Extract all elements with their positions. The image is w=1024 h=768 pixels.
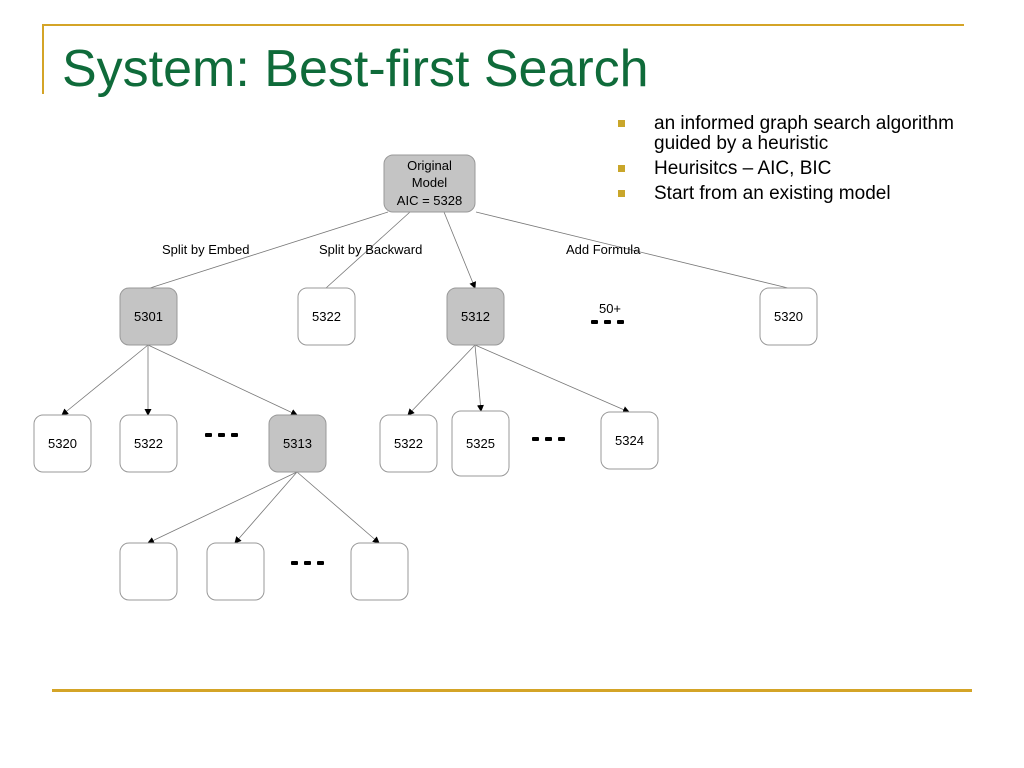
tree-node <box>206 542 265 601</box>
node-value: 5322 <box>134 436 163 451</box>
ellipsis-icon <box>591 320 624 324</box>
tree-node: 5325 <box>451 410 510 477</box>
edge-root-to-5312 <box>443 211 476 289</box>
tree-node: 5322 <box>379 414 438 473</box>
square-bullet-icon <box>618 165 625 172</box>
tree-node: 5320 <box>759 287 818 346</box>
node-box <box>268 414 327 473</box>
node-box <box>350 542 409 601</box>
footer-rule <box>52 689 972 692</box>
tree-node: 5324 <box>600 411 659 470</box>
node-box <box>451 410 510 477</box>
bullet-text: an informed graph search algorithm guide… <box>654 113 954 154</box>
bullet-item: Start from an existing model <box>616 184 1016 204</box>
edge-5312-to-5324 <box>474 344 630 413</box>
title-side-rule <box>42 24 44 94</box>
edge-root-to-5301 <box>149 211 389 289</box>
edge-5313-to-child-1 <box>147 471 298 544</box>
square-bullet-icon <box>618 190 625 197</box>
edge-label-count: 50+ <box>599 301 621 316</box>
tree-node: 5313 <box>268 414 327 473</box>
node-box <box>206 542 265 601</box>
node-box <box>119 542 178 601</box>
node-value: 5322 <box>312 309 341 324</box>
root-node-box <box>383 154 476 213</box>
node-box <box>297 287 356 346</box>
edge-label-add-formula: Add Formula <box>566 242 641 257</box>
square-bullet-icon <box>618 120 625 127</box>
bullet-text: Start from an existing model <box>654 183 891 204</box>
edge-label-split-by-backward: Split by Backward <box>319 242 422 257</box>
root-node-line-2: Model <box>412 175 448 190</box>
edge-5312-to-5322 <box>407 344 476 416</box>
node-box <box>446 287 505 346</box>
ellipsis-icon <box>532 437 565 441</box>
bullet-item: an informed graph search algorithm guide… <box>616 114 1016 154</box>
node-value: 5320 <box>774 309 803 324</box>
node-box <box>600 411 659 470</box>
root-node: Original Model AIC = 5328 <box>383 154 476 213</box>
node-value: 5322 <box>394 436 423 451</box>
root-node-line-3: AIC = 5328 <box>397 193 462 208</box>
node-value: 5324 <box>615 433 644 448</box>
tree-node <box>119 542 178 601</box>
node-value: 5312 <box>461 309 490 324</box>
edge-5313-to-child-3 <box>296 471 380 544</box>
node-box <box>119 414 178 473</box>
edge-5301-to-5320 <box>61 344 149 416</box>
edge-label-split-by-embed: Split by Embed <box>162 242 249 257</box>
root-node-line-1: Original <box>407 158 452 173</box>
edge-root-to-5322 <box>325 211 411 289</box>
tree-node: 5322 <box>119 414 178 473</box>
title-top-rule <box>42 24 964 26</box>
node-value: 5313 <box>283 436 312 451</box>
tree-node: 5322 <box>297 287 356 346</box>
node-box <box>759 287 818 346</box>
edge-5312-to-5325 <box>474 344 484 412</box>
ellipsis-icon <box>291 561 324 565</box>
node-box <box>119 287 178 346</box>
tree-node: 5312 <box>446 287 505 346</box>
node-value: 5325 <box>466 436 495 451</box>
edge-5313-to-child-2 <box>234 471 298 544</box>
edge-root-to-5320 <box>475 211 789 289</box>
tree-node <box>350 542 409 601</box>
bullet-item: Heurisitcs – AIC, BIC <box>616 159 1016 179</box>
tree-node: 5320 <box>33 414 92 473</box>
node-value: 5320 <box>48 436 77 451</box>
ellipsis-icon <box>205 433 238 437</box>
node-box <box>33 414 92 473</box>
node-value: 5301 <box>134 309 163 324</box>
slide-title: System: Best-first Search <box>62 40 649 98</box>
bullet-text: Heurisitcs – AIC, BIC <box>654 158 832 179</box>
tree-node: 5301 <box>119 287 178 346</box>
node-box <box>379 414 438 473</box>
edge-5301-to-5313 <box>147 344 298 416</box>
bullet-list: an informed graph search algorithm guide… <box>616 114 1016 209</box>
